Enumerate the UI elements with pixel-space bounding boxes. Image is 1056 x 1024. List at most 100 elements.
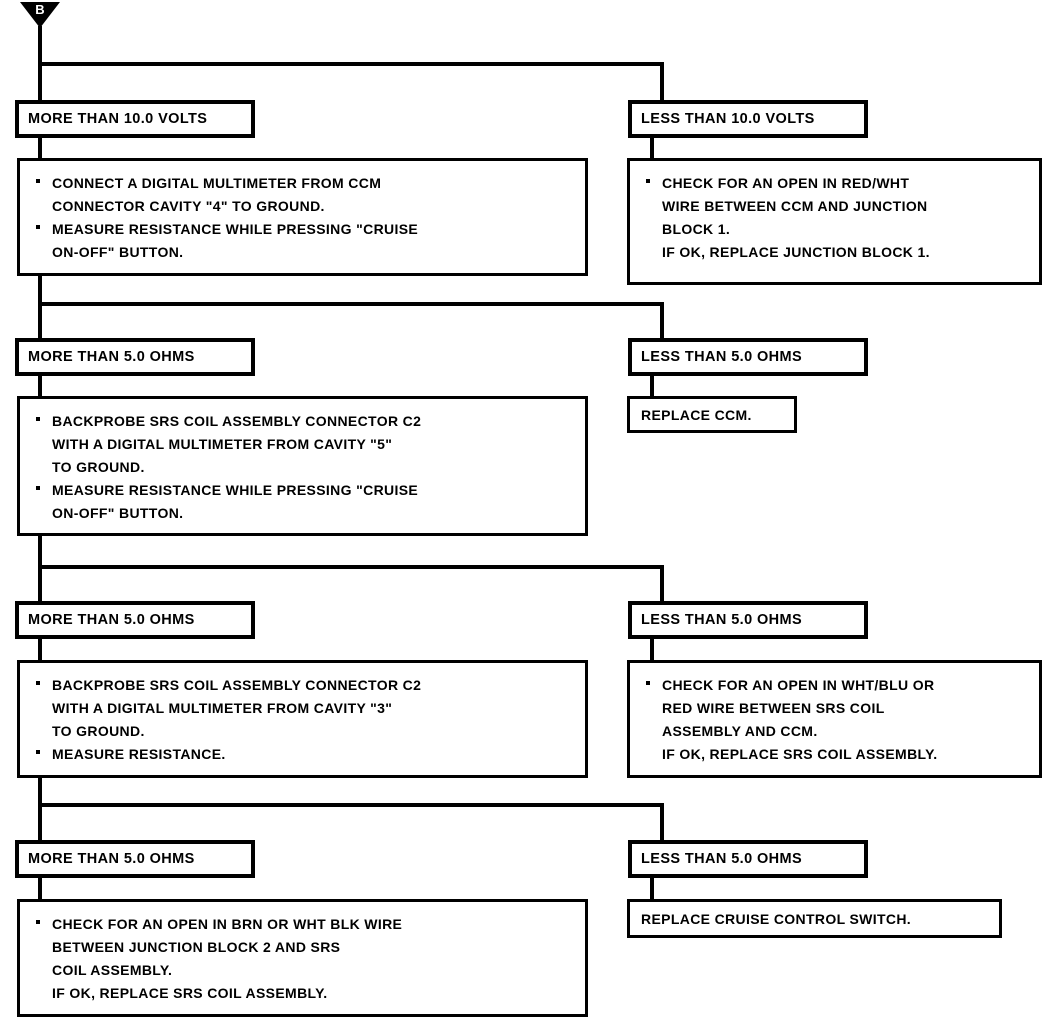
connector-trunk-entry [38,26,42,66]
condition-box-b3-less-than-5-ohms[interactable]: LESS THAN 5.0 OHMS [628,601,868,639]
list-item: IF OK, REPLACE SRS COIL ASSEMBLY. [640,743,1029,765]
list-item: WITH A DIGITAL MULTIMETER FROM CAVITY "3… [30,697,575,719]
connector-b1-left-to-b2 [38,274,42,306]
detail-box-b4-left: CHECK FOR AN OPEN IN BRN OR WHT BLK WIRE… [17,899,588,1017]
list-item: WITH A DIGITAL MULTIMETER FROM CAVITY "5… [30,433,575,455]
condition-label: LESS THAN 5.0 OHMS [641,349,803,365]
connector-branch-4-left-drop [38,803,42,843]
detail-line: IF OK, REPLACE JUNCTION BLOCK 1. [662,244,930,260]
condition-box-b2-more-than-5-ohms[interactable]: MORE THAN 5.0 OHMS [15,338,255,376]
detail-list: CONNECT A DIGITAL MULTIMETER FROM CCM CO… [30,172,575,263]
detail-line: BETWEEN JUNCTION BLOCK 2 AND SRS [52,939,341,955]
condition-label: MORE THAN 5.0 OHMS [28,349,195,365]
detail-line: MEASURE RESISTANCE. [52,746,226,762]
detail-line: TO GROUND. [52,459,145,475]
condition-box-b4-less-than-5-ohms[interactable]: LESS THAN 5.0 OHMS [628,840,868,878]
detail-line: WITH A DIGITAL MULTIMETER FROM CAVITY "3… [52,700,393,716]
connector-branch-3-left-drop [38,565,42,605]
condition-box-b2-less-than-5-ohms[interactable]: LESS THAN 5.0 OHMS [628,338,868,376]
list-item: MEASURE RESISTANCE. [30,743,575,765]
list-item: WIRE BETWEEN CCM AND JUNCTION [640,195,1029,217]
connector-branch-1-horizontal [38,62,664,66]
detail-line: ON-OFF" BUTTON. [52,505,184,521]
list-item: BACKPROBE SRS COIL ASSEMBLY CONNECTOR C2 [30,410,575,432]
detail-line: WITH A DIGITAL MULTIMETER FROM CAVITY "5… [52,436,393,452]
list-item: BLOCK 1. [640,218,1029,240]
list-item: RED WIRE BETWEEN SRS COIL [640,697,1029,719]
list-item: IF OK, REPLACE SRS COIL ASSEMBLY. [30,982,575,1004]
detail-line: WIRE BETWEEN CCM AND JUNCTION [662,198,928,214]
condition-label: LESS THAN 10.0 VOLTS [641,111,815,127]
detail-list: CHECK FOR AN OPEN IN WHT/BLU OR RED WIRE… [640,674,1029,765]
list-item: CONNECT A DIGITAL MULTIMETER FROM CCM [30,172,575,194]
detail-line: BLOCK 1. [662,221,731,237]
detail-list: BACKPROBE SRS COIL ASSEMBLY CONNECTOR C2… [30,674,575,765]
list-item: MEASURE RESISTANCE WHILE PRESSING "CRUIS… [30,479,575,501]
list-item: CONNECTOR CAVITY "4" TO GROUND. [30,195,575,217]
result-label: REPLACE CRUISE CONTROL SWITCH. [641,910,912,927]
list-item: BACKPROBE SRS COIL ASSEMBLY CONNECTOR C2 [30,674,575,696]
entry-marker-label: B [35,2,45,17]
result-box-replace-ccm: REPLACE CCM. [627,396,797,433]
list-item: CHECK FOR AN OPEN IN RED/WHT [640,172,1029,194]
detail-line: ON-OFF" BUTTON. [52,244,184,260]
detail-line: MEASURE RESISTANCE WHILE PRESSING "CRUIS… [52,482,419,498]
detail-list: CHECK FOR AN OPEN IN BRN OR WHT BLK WIRE… [30,913,575,1004]
list-item: TO GROUND. [30,456,575,478]
list-item: BETWEEN JUNCTION BLOCK 2 AND SRS [30,936,575,958]
list-item: CHECK FOR AN OPEN IN BRN OR WHT BLK WIRE [30,913,575,935]
connector-branch-4-right-drop [660,803,664,843]
connector-b4-right-to-detail [650,876,654,901]
detail-line: CONNECT A DIGITAL MULTIMETER FROM CCM [52,175,382,191]
condition-label: LESS THAN 5.0 OHMS [641,612,803,628]
result-label: REPLACE CCM. [641,406,752,423]
result-box-replace-cruise-control-switch: REPLACE CRUISE CONTROL SWITCH. [627,899,1002,938]
detail-line: TO GROUND. [52,723,145,739]
connector-branch-4-horizontal [38,803,664,807]
detail-line: BACKPROBE SRS COIL ASSEMBLY CONNECTOR C2 [52,413,422,429]
detail-box-b1-right: CHECK FOR AN OPEN IN RED/WHT WIRE BETWEE… [627,158,1042,285]
connector-branch-3-right-drop [660,565,664,605]
detail-line: CHECK FOR AN OPEN IN BRN OR WHT BLK WIRE [52,916,403,932]
connector-branch-3-horizontal [38,565,664,569]
list-item: CHECK FOR AN OPEN IN WHT/BLU OR [640,674,1029,696]
connector-b1-right-to-detail [650,136,654,161]
detail-line: CONNECTOR CAVITY "4" TO GROUND. [52,198,325,214]
detail-line: IF OK, REPLACE SRS COIL ASSEMBLY. [662,746,938,762]
detail-line: RED WIRE BETWEEN SRS COIL [662,700,885,716]
condition-label: MORE THAN 5.0 OHMS [28,851,195,867]
detail-box-b3-right: CHECK FOR AN OPEN IN WHT/BLU OR RED WIRE… [627,660,1042,778]
condition-box-less-than-10-volts[interactable]: LESS THAN 10.0 VOLTS [628,100,868,138]
list-item: COIL ASSEMBLY. [30,959,575,981]
connector-b2-left-to-detail [38,374,42,398]
detail-list: CHECK FOR AN OPEN IN RED/WHT WIRE BETWEE… [640,172,1029,263]
detail-list: BACKPROBE SRS COIL ASSEMBLY CONNECTOR C2… [30,410,575,524]
list-item: ASSEMBLY AND CCM. [640,720,1029,742]
detail-line: MEASURE RESISTANCE WHILE PRESSING "CRUIS… [52,221,419,237]
condition-box-more-than-10-volts[interactable]: MORE THAN 10.0 VOLTS [15,100,255,138]
connector-b1-left-to-detail [38,136,42,161]
detail-line: ASSEMBLY AND CCM. [662,723,818,739]
list-item: MEASURE RESISTANCE WHILE PRESSING "CRUIS… [30,218,575,240]
list-item: ON-OFF" BUTTON. [30,241,575,263]
connector-branch-2-right-drop [660,302,664,342]
condition-box-b4-more-than-5-ohms[interactable]: MORE THAN 5.0 OHMS [15,840,255,878]
detail-line: COIL ASSEMBLY. [52,962,173,978]
connector-branch-1-right-drop [660,62,664,102]
list-item: IF OK, REPLACE JUNCTION BLOCK 1. [640,241,1029,263]
condition-box-b3-more-than-5-ohms[interactable]: MORE THAN 5.0 OHMS [15,601,255,639]
connector-b2-right-to-detail [650,374,654,398]
condition-label: MORE THAN 10.0 VOLTS [28,111,208,127]
connector-branch-2-left-drop [38,302,42,342]
detail-line: CHECK FOR AN OPEN IN WHT/BLU OR [662,677,935,693]
detail-box-b2-left: BACKPROBE SRS COIL ASSEMBLY CONNECTOR C2… [17,396,588,536]
detail-box-b3-left: BACKPROBE SRS COIL ASSEMBLY CONNECTOR C2… [17,660,588,778]
detail-line: BACKPROBE SRS COIL ASSEMBLY CONNECTOR C2 [52,677,422,693]
connector-b4-left-to-detail [38,876,42,901]
condition-label: LESS THAN 5.0 OHMS [641,851,803,867]
list-item: ON-OFF" BUTTON. [30,502,575,524]
entry-marker-triangle-icon [20,2,60,28]
connector-branch-2-horizontal [38,302,664,306]
connector-branch-1-left-drop [38,62,42,102]
